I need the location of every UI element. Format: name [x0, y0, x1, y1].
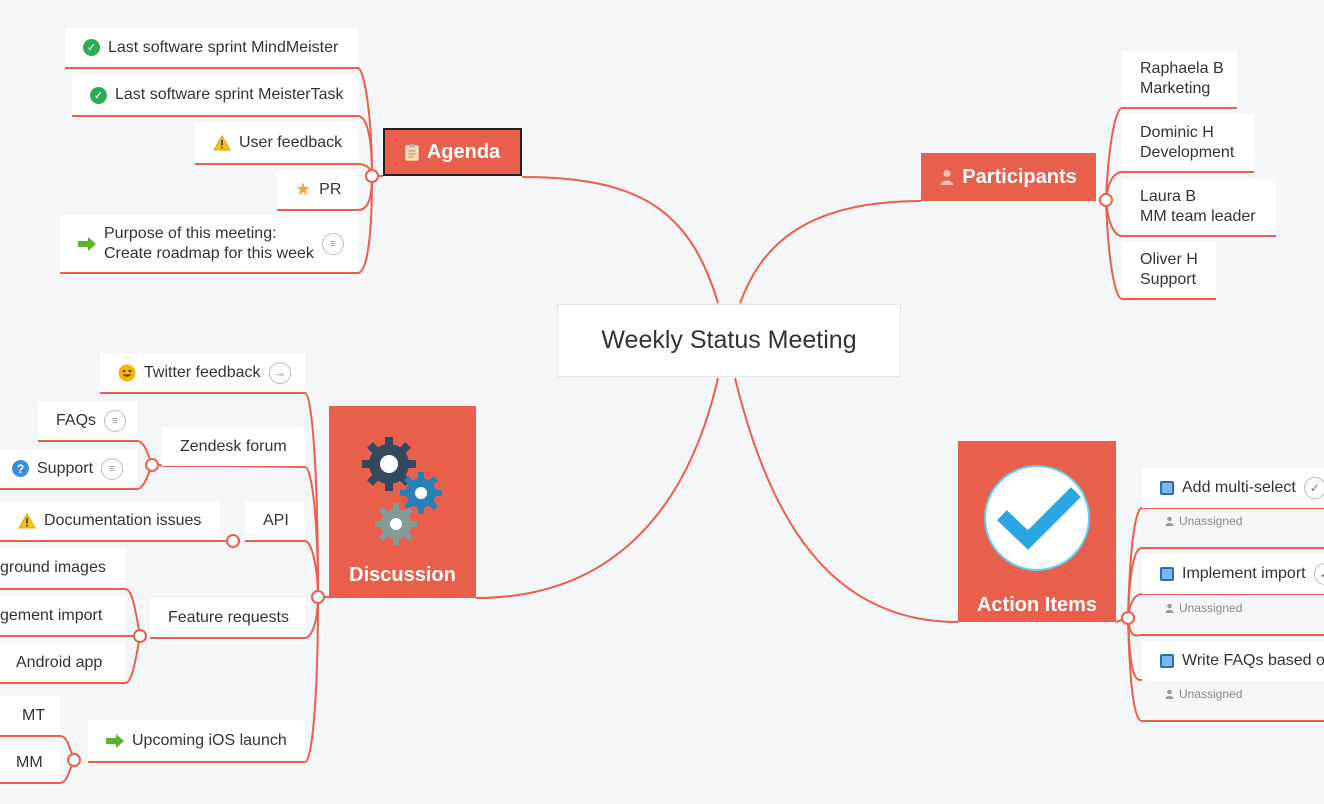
- check-circle-icon: ✓: [83, 39, 100, 56]
- person-icon: [940, 169, 954, 185]
- ios-collapse-toggle[interactable]: [67, 753, 81, 767]
- zendesk-faqs[interactable]: FAQs ≡: [38, 401, 137, 441]
- discussion-twitter-feedback[interactable]: Twitter feedback →: [100, 353, 305, 393]
- warning-icon: [18, 512, 36, 529]
- action-items-collapse-toggle[interactable]: [1121, 611, 1135, 625]
- agenda-item-sprint-mindmeister[interactable]: ✓ Last software sprint MindMeister: [65, 28, 358, 68]
- ios-mt[interactable]: MT: [0, 696, 60, 736]
- discussion-node[interactable]: Discussion: [329, 406, 476, 598]
- help-icon: ?: [12, 460, 29, 477]
- participant-oliver[interactable]: Oliver H Support: [1122, 242, 1216, 299]
- ios-mm[interactable]: MM: [0, 743, 60, 783]
- star-icon: ★: [295, 179, 312, 199]
- discussion-zendesk-forum[interactable]: Zendesk forum: [162, 427, 305, 467]
- person-icon: [1165, 603, 1174, 613]
- action-items-node[interactable]: Action Items: [958, 441, 1116, 622]
- participants-node[interactable]: Participants: [921, 153, 1096, 201]
- zendesk-support[interactable]: ? Support ≡: [0, 449, 137, 489]
- discussion-api[interactable]: API: [245, 501, 305, 541]
- task-implement-import[interactable]: Implement import ✓: [1142, 554, 1324, 594]
- api-collapse-toggle[interactable]: [226, 534, 240, 548]
- zendesk-collapse-toggle[interactable]: [145, 458, 159, 472]
- gears-icon: [361, 436, 445, 548]
- task-assignee[interactable]: Unassigned: [1165, 601, 1242, 615]
- action-items-label: Action Items: [976, 594, 1098, 616]
- central-topic[interactable]: Weekly Status Meeting: [557, 304, 901, 377]
- person-icon: [1165, 516, 1174, 526]
- agenda-item-user-feedback[interactable]: User feedback: [195, 122, 358, 164]
- agenda-item-pr[interactable]: ★ PR: [277, 170, 358, 210]
- task-assignee[interactable]: Unassigned: [1165, 687, 1242, 701]
- task-add-multi-select[interactable]: Add multi-select ✓: [1142, 468, 1324, 508]
- agenda-item-sprint-meistertask[interactable]: ✓ Last software sprint MeisterTask: [72, 75, 358, 116]
- central-topic-label: Weekly Status Meeting: [601, 326, 857, 354]
- warning-icon: [213, 134, 231, 151]
- task-checkbox-icon[interactable]: [1160, 567, 1174, 581]
- green-arrow-icon: [106, 733, 124, 748]
- agenda-node[interactable]: Agenda: [383, 128, 522, 176]
- feature-background-images[interactable]: ground images: [0, 548, 125, 589]
- checkmark-badge-icon: [983, 464, 1091, 572]
- participant-laura[interactable]: Laura B MM team leader: [1122, 179, 1276, 236]
- agenda-collapse-toggle[interactable]: [365, 169, 379, 183]
- complete-check-icon[interactable]: ✓: [1303, 477, 1324, 499]
- discussion-collapse-toggle[interactable]: [311, 590, 325, 604]
- link-arrow-icon[interactable]: →: [268, 361, 291, 384]
- participant-dominic[interactable]: Dominic H Development: [1122, 114, 1254, 172]
- clipboard-icon: [405, 144, 419, 161]
- participants-label: Participants: [962, 165, 1077, 188]
- feature-management-import[interactable]: gement import: [0, 596, 125, 636]
- discussion-upcoming-ios-launch[interactable]: Upcoming iOS launch: [88, 720, 305, 762]
- task-checkbox-icon[interactable]: [1160, 481, 1174, 495]
- api-documentation-issues[interactable]: Documentation issues: [0, 501, 220, 541]
- note-icon[interactable]: ≡: [321, 232, 344, 255]
- agenda-label: Agenda: [426, 140, 501, 163]
- participants-collapse-toggle[interactable]: [1099, 193, 1113, 207]
- discussion-feature-requests[interactable]: Feature requests: [150, 598, 305, 638]
- task-write-faqs[interactable]: Write FAQs based o: [1142, 641, 1324, 681]
- task-assignee[interactable]: Unassigned: [1165, 514, 1242, 528]
- green-arrow-icon: [78, 236, 96, 251]
- smiley-icon: [118, 364, 136, 382]
- feature-android-app[interactable]: Android app: [0, 643, 125, 683]
- note-icon[interactable]: ≡: [104, 409, 127, 432]
- note-icon[interactable]: ≡: [101, 457, 124, 480]
- discussion-label: Discussion: [349, 563, 456, 586]
- complete-check-icon[interactable]: ✓: [1313, 563, 1324, 585]
- person-icon: [1165, 689, 1174, 699]
- agenda-item-purpose[interactable]: Purpose of this meeting: Create roadmap …: [60, 215, 358, 273]
- participant-raphaela[interactable]: Raphaela B Marketing: [1122, 51, 1237, 108]
- check-circle-icon: ✓: [90, 86, 107, 104]
- feature-requests-collapse-toggle[interactable]: [133, 629, 147, 643]
- task-checkbox-icon[interactable]: [1160, 654, 1174, 668]
